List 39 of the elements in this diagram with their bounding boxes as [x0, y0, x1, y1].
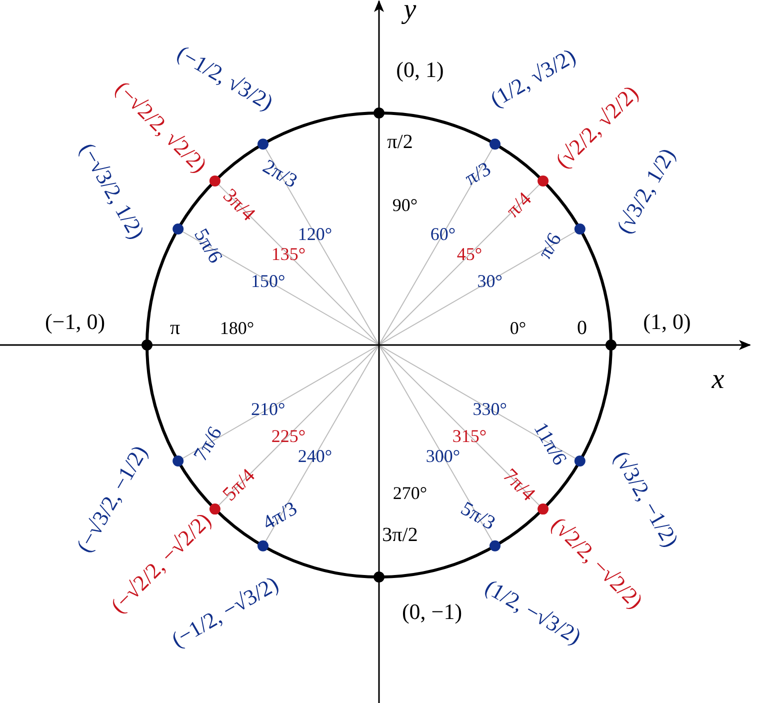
coordinate-label: (1/2, −√3/2)	[481, 576, 585, 648]
coordinate-label: (−1/2, −√3/2)	[168, 572, 282, 651]
coordinate-label: (0, −1)	[402, 601, 462, 623]
coordinate-label: (1/2, √3/2)	[486, 45, 580, 112]
degree-label: 210°	[251, 400, 286, 418]
radian-label: 3π/2	[382, 525, 418, 545]
radian-label: 4π/3	[260, 498, 300, 534]
radian-label: 3π/4	[219, 185, 259, 225]
radian-label: π	[170, 318, 180, 338]
coordinate-label: (0, 1)	[396, 59, 444, 81]
degree-label: 30°	[477, 272, 502, 290]
axis-label: x	[712, 366, 724, 394]
degree-label: 150°	[251, 272, 286, 290]
degree-label: 135°	[271, 245, 306, 264]
degree-label: 225°	[271, 426, 306, 444]
degree-label: 330°	[472, 400, 507, 418]
coordinate-label: (1, 0)	[643, 311, 691, 333]
degree-label: 180°	[220, 319, 254, 337]
radian-label: π/6	[535, 230, 566, 262]
degree-label: 300°	[426, 446, 460, 465]
radian-label: 5π/3	[458, 498, 498, 534]
degree-label: 45°	[456, 245, 482, 264]
radian-label: 0	[577, 318, 587, 338]
degree-label: 240°	[298, 446, 332, 465]
radian-label: 5π/4	[219, 465, 259, 505]
axis-label: y	[404, 0, 416, 24]
coordinate-label: (−1, 0)	[44, 311, 106, 333]
radian-label: π/3	[462, 158, 494, 189]
radian-label: 7π/4	[499, 465, 539, 505]
degree-label: 60°	[430, 225, 456, 244]
radian-label: 7π/6	[190, 424, 226, 464]
radian-label: 2π/3	[260, 156, 300, 192]
degree-label: 120°	[298, 225, 332, 244]
radian-label: π/2	[387, 132, 413, 152]
degree-label: 90°	[392, 196, 418, 214]
degree-label: 0°	[510, 319, 526, 337]
degree-label: 270°	[392, 484, 428, 502]
radian-label: π/4	[502, 188, 536, 222]
degree-label: 315°	[452, 426, 487, 444]
